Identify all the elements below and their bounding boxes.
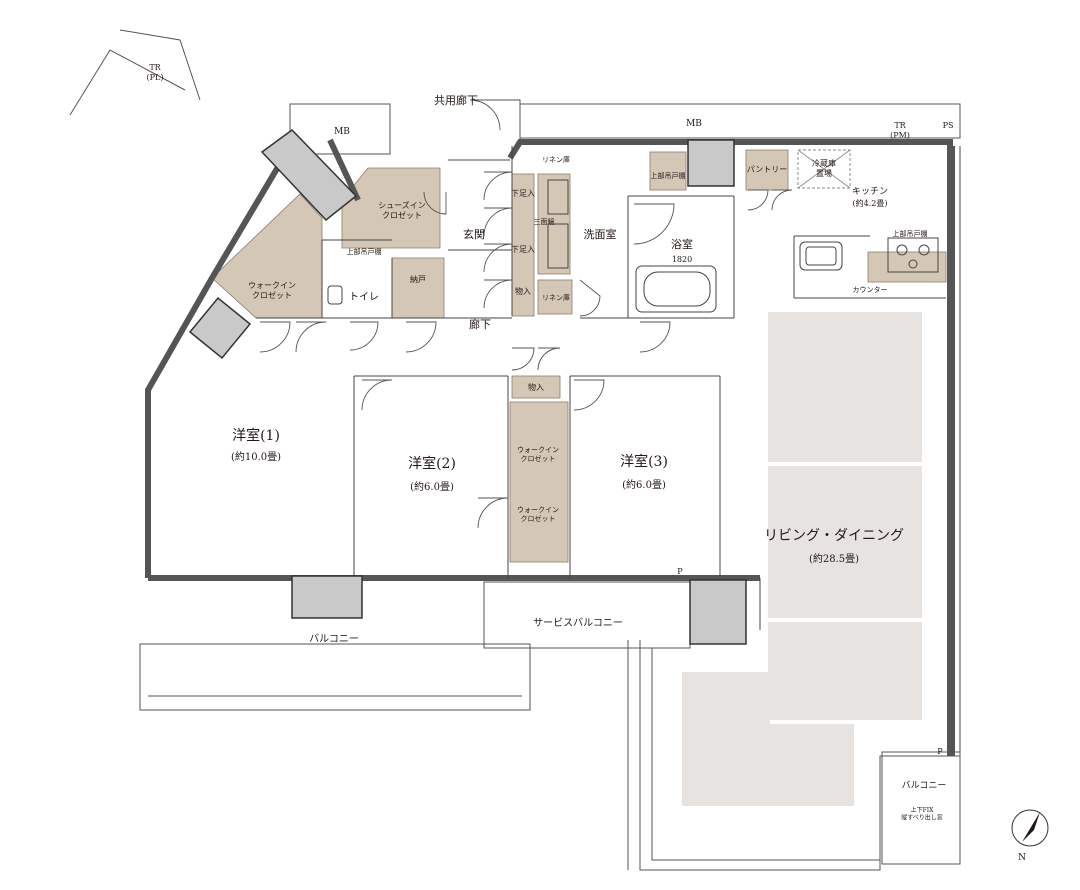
label-linen-bottom: リネン庫 — [542, 293, 570, 302]
label-washroom: 洗面室 — [584, 227, 617, 241]
label-living: リビング・ダイニング — [764, 528, 904, 544]
balconies — [69, 29, 961, 871]
label-storage-hall: 物入 — [515, 286, 531, 296]
label-mb-left: MB — [334, 127, 350, 137]
label-room3: 洋室(3) — [620, 453, 668, 470]
label-p-mark-1: P — [677, 567, 683, 576]
label-room1: 洋室(1) — [232, 427, 280, 444]
label-wic-a: ウォークインクロゼット — [517, 446, 559, 463]
label-walk-in-closet-1: ウォークインクロゼット — [248, 281, 296, 300]
doors — [259, 99, 793, 529]
label-ps: PS — [943, 121, 954, 130]
living-floor — [682, 312, 922, 806]
labels: 共用廊下 TR(PL) TR(PM) MB MB PS リネン庫 リネン庫 上部… — [147, 63, 1027, 863]
label-service-balcony: サービスバルコニー — [533, 617, 623, 629]
label-tr-pm: TR(PM) — [890, 121, 910, 140]
label-entrance: 玄関 — [463, 227, 485, 241]
label-kitchen-size: (約4.2畳) — [853, 198, 888, 208]
label-room1-size: (約10.0畳) — [231, 450, 281, 463]
label-bath-size: 1820 — [672, 255, 692, 264]
label-balcony-small: バルコニー — [902, 780, 947, 791]
north-arrow-icon — [1011, 809, 1049, 847]
pillars — [188, 129, 747, 645]
label-pantry: パントリー — [747, 165, 787, 174]
label-wic-b: ウォークインクロゼット — [517, 506, 559, 523]
label-shoe-in-closet: シューズインクロゼット — [378, 200, 426, 220]
label-fridge: 冷蔵庫置場 — [812, 158, 836, 178]
label-upper-cabinet-kitchen: 上部吊戸棚 — [893, 229, 928, 238]
label-storage-mid: 物入 — [528, 382, 544, 392]
label-linen-top: リネン庫 — [542, 155, 570, 164]
closets — [211, 149, 947, 563]
label-bathroom: 浴室 — [671, 237, 693, 251]
label-north: N — [1018, 853, 1026, 863]
label-upper-cabinet-toilet: 上部吊戸棚 — [347, 247, 382, 256]
label-room2: 洋室(2) — [408, 455, 456, 472]
label-room3-size: (約6.0畳) — [622, 478, 666, 491]
label-common-corridor: 共用廊下 — [434, 93, 478, 107]
label-balcony: バルコニー — [309, 633, 359, 645]
label-tr-pl: TR(PL) — [147, 63, 164, 82]
fixtures — [327, 149, 939, 313]
label-p-mark-2: P — [937, 747, 943, 756]
label-mb-top: MB — [686, 119, 702, 129]
label-toilet: トイレ — [349, 292, 379, 303]
label-shoe-storage-2: 下足入 — [511, 245, 535, 254]
label-corridor: 廊下 — [469, 317, 491, 331]
walls — [145, 138, 961, 756]
label-counter: カウンター — [853, 285, 888, 294]
label-kitchen: キッチン — [852, 186, 888, 197]
label-upper-cabinet-wash: 上部吊戸棚 — [651, 171, 686, 180]
label-three-mirror: 三面鏡 — [534, 217, 555, 226]
label-room2-size: (約6.0畳) — [410, 480, 454, 493]
label-nando: 納戸 — [410, 274, 426, 284]
label-living-size: (約28.5畳) — [809, 552, 859, 565]
label-shoe-storage-1: 下足入 — [511, 189, 535, 198]
